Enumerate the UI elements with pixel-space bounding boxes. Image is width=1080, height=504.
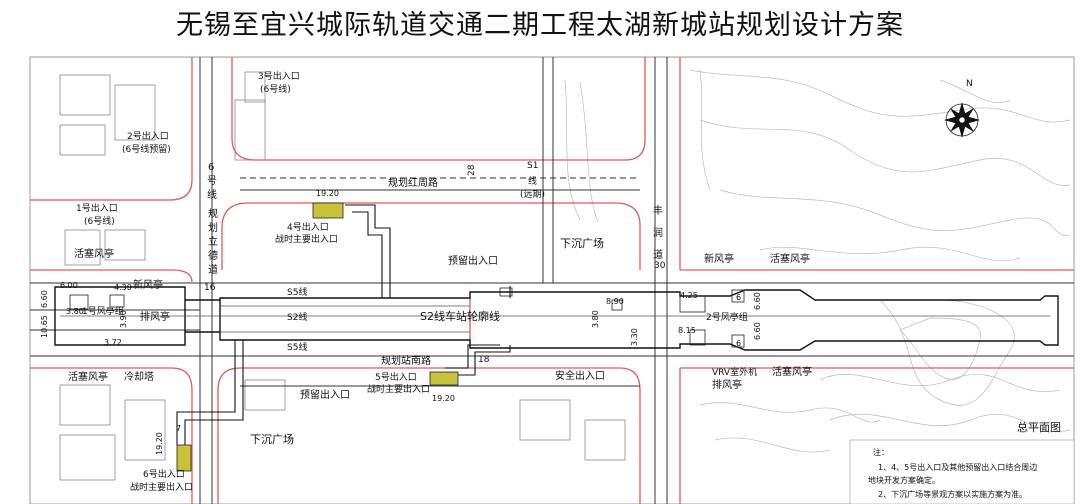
dim-430: 4.30 [114,283,132,292]
sunken-plaza-top: 下沉广场 [560,236,604,250]
s5-bottom-label: S5线 [287,341,307,353]
entrance-5-label: 5号出入口 [375,371,417,383]
piston-vent-west-2: 活塞风亭 [68,370,108,383]
dim-1065: 10.65 [40,315,49,338]
svg-text:(远期): (远期) [520,189,545,200]
road-hongzhou-width: 28 [467,164,477,176]
equipment-boxes [69,287,745,348]
existing-buildings [59,71,626,481]
dim-330: 3.30 [630,328,639,346]
svg-text:道: 道 [653,248,663,261]
road-lide-vertical: 规 划 立 德 道 [208,207,218,276]
north-arrow [944,102,980,138]
note-2: 2、下沉广场等景观方案以实施方案为准。 [878,489,1027,499]
svg-text:润: 润 [653,226,663,239]
dim-660-left: 6.60 [40,290,49,308]
entrance-boxes [176,202,459,472]
s2-label: S2线 [287,311,307,323]
sunken-plaza-bottom: 下沉广场 [250,432,294,446]
note-1b: 地块开发方案确定。 [868,475,940,485]
site-plan: N 规划红周路 规划站南路 28 18 规 划 立 德 道 16 丰 润 道 3… [29,56,1075,504]
road-zhannan-width: 18 [478,355,490,365]
road-lide-width: 16 [204,283,216,293]
road-hongzhou: 规划红周路 [388,176,438,189]
station-outline-label: S2线车站轮廓线 [420,309,500,323]
piston-vent-east-2: 活塞风亭 [772,365,812,378]
reserved-entrance-bottom: 预留出入口 [300,388,350,401]
notes-header: 注： [873,447,889,457]
entrance-1-label: 1号出入口 [76,202,118,214]
reserved-entrance-top: 预留出入口 [448,254,498,267]
entrance-4-label: 4号出入口 [287,221,329,233]
dim-6-top: 6 [736,293,741,302]
svg-text:道: 道 [208,263,218,276]
cooling-tower: 冷却塔 [124,370,154,383]
svg-text:德: 德 [208,249,218,262]
track-lines [60,305,1050,333]
dim-815: 8.15 [678,326,696,335]
svg-text:号: 号 [207,175,217,187]
dim-e5: 19.20 [432,394,455,403]
dim-390: 3.90 [119,310,128,328]
dim-e6: 19.20 [155,432,164,455]
safety-entrance: 安全出入口 [555,369,605,382]
exhaust-vent-east: 排风亭 [712,378,742,391]
entrance-2-sub: (6号线预留) [122,143,171,155]
dim-380-mid: 3.80 [591,310,600,328]
north-label: N [966,79,973,89]
note-1a: 1、4、5号出入口及其他预留出入口结合周边 [878,462,1037,472]
svg-text:丰: 丰 [653,204,663,217]
plan-title: 总平面图 [1017,420,1061,434]
s1-line-label: S1 线 (远期) [520,161,545,200]
dim-380-left: 3.80 [66,307,84,316]
svg-text:线: 线 [528,175,537,187]
notes-box [849,439,1075,504]
road-zhannan: 规划站南路 [381,354,431,367]
svg-text:6: 6 [208,162,214,173]
vent-group-1: 1号风亭组 [82,305,124,317]
vent-group-2: 2号风亭组 [706,311,748,323]
dim-372: 3.72 [104,338,122,347]
dim-e4: 19.20 [316,189,339,198]
dim-660-right: 6.60 [753,292,762,310]
dim-7: 7 [176,424,181,433]
piston-vent-east: 活塞风亭 [770,252,810,265]
road-fengrun-vertical: 丰 润 道 [653,204,663,261]
sheet-frame [29,56,1075,504]
s5-top-label: S5线 [287,286,307,298]
dim-660-right-2: 6.60 [753,322,762,340]
fresh-air-vent-east: 新风亭 [704,252,734,265]
entrance-corridors [176,204,511,445]
entrance-3-sub: (6号线) [260,83,291,95]
drawing-title: 无锡至宜兴城际轨道交通二期工程太湖新城站规划设计方案 [176,10,904,41]
svg-text:立: 立 [208,235,218,248]
entrance-6-label: 6号出入口 [143,468,185,480]
dim-6-bottom: 6 [736,339,741,348]
planning-red-lines [30,57,1074,504]
entrance-4-sub: 战时主要出入口 [275,233,338,245]
svg-text:规: 规 [208,207,218,220]
terrain-contours [564,69,1071,460]
entrance-1-sub: (6号线) [84,215,115,227]
line6-vertical-label: 6 号 线 [207,162,217,201]
piston-vent-west: 活塞风亭 [74,247,114,260]
road-fengrun-width: 30 [654,261,666,271]
svg-text:S1: S1 [527,161,538,171]
entrance-3-label: 3号出入口 [258,70,300,82]
entrance-2-label: 2号出入口 [127,130,169,142]
dim-890: 8.90 [606,297,624,306]
road-lines [30,57,1074,504]
svg-text:线: 线 [207,188,217,201]
dim-425: 4.25 [680,291,698,300]
vrv-outdoor-unit: VRV室外机 [712,366,757,378]
entrance-5-sub: 战时主要出入口 [367,383,430,395]
fresh-air-vent-west: 新风亭 [133,278,163,291]
dim-600: 6.00 [60,281,78,290]
svg-text:划: 划 [208,221,218,234]
exhaust-vent-west: 排风亭 [140,310,170,323]
entrance-6-sub: 战时主要出入口 [130,481,193,493]
